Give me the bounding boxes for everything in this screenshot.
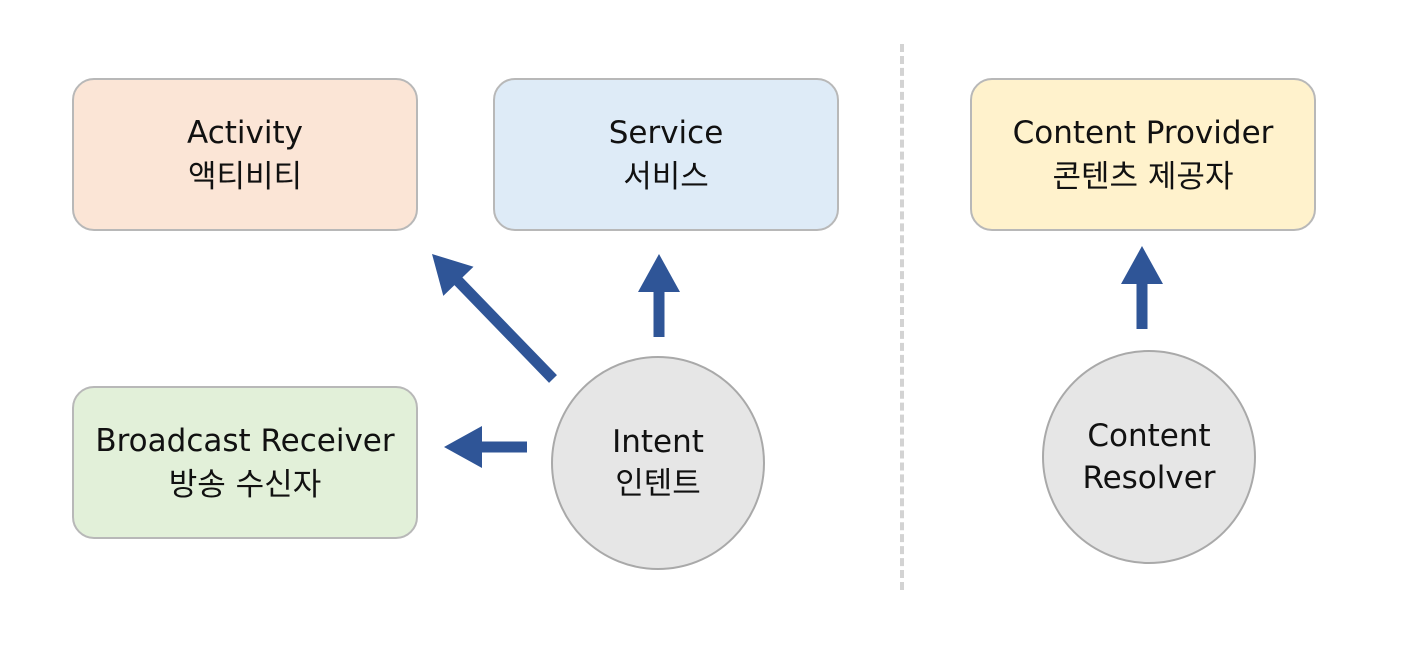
intent-label-ko: 인텐트	[615, 466, 701, 502]
arrow-resolver-to-provider-head	[1121, 246, 1163, 284]
intent-label: Intent	[612, 424, 704, 460]
arrow-intent-to-activity-shaft	[453, 276, 557, 383]
activity-label: Activity	[187, 114, 303, 151]
content-resolver-label-line2: Resolver	[1082, 460, 1216, 496]
content-resolver-node: Content Resolver	[1042, 350, 1256, 564]
service-box: Service 서비스	[493, 78, 839, 231]
service-label-ko: 서비스	[623, 158, 709, 195]
activity-box: Activity 액티비티	[72, 78, 418, 231]
service-label: Service	[608, 114, 724, 151]
broadcast-receiver-box: Broadcast Receiver 방송 수신자	[72, 386, 418, 539]
arrow-intent-to-service-head	[638, 254, 680, 292]
section-divider	[900, 44, 904, 590]
content-provider-label: Content Provider	[1012, 114, 1274, 151]
intent-node: Intent 인텐트	[551, 356, 765, 570]
content-provider-box: Content Provider 콘텐츠 제공자	[970, 78, 1316, 231]
activity-label-ko: 액티비티	[187, 158, 303, 195]
broadcast-receiver-label: Broadcast Receiver	[95, 422, 395, 459]
content-resolver-label-line1: Content	[1087, 418, 1211, 454]
arrow-intent-to-broadcast-receiver-head	[444, 426, 482, 468]
content-provider-label-ko: 콘텐츠 제공자	[1052, 158, 1234, 195]
broadcast-receiver-label-ko: 방송 수신자	[168, 466, 322, 503]
arrow-intent-to-activity-head	[432, 254, 474, 296]
